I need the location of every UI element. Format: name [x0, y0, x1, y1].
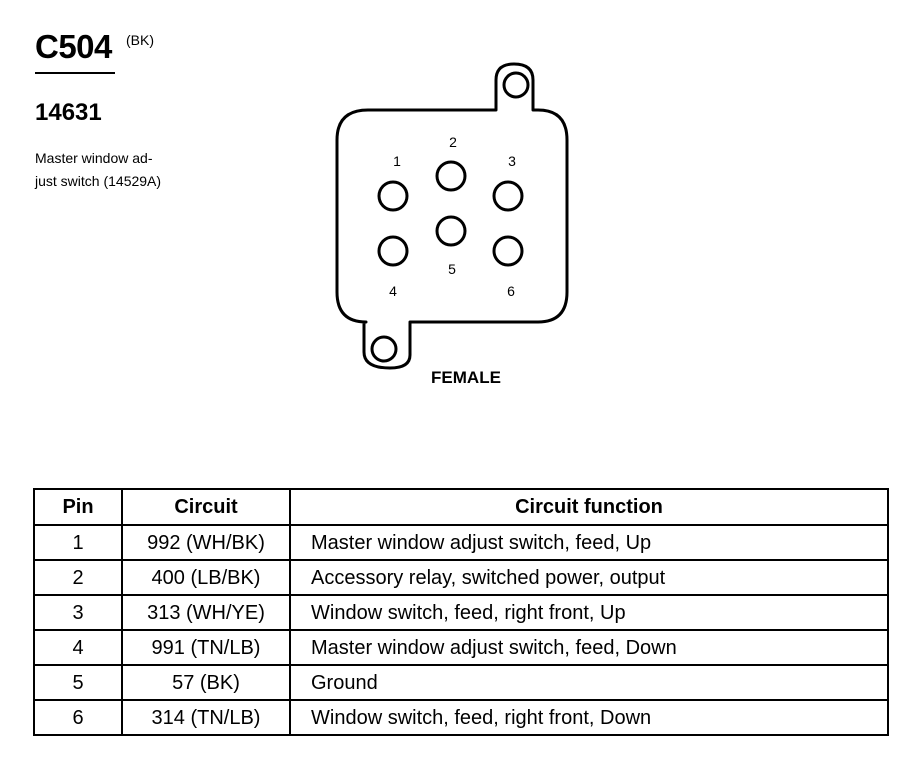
table-header-row: Pin Circuit Circuit function [33, 488, 889, 526]
cell-function: Ground [289, 664, 889, 701]
pin-label-6: 6 [507, 283, 515, 299]
table-row: 4 991 (TN/LB) Master window adjust switc… [33, 629, 889, 666]
cell-pin: 5 [33, 664, 123, 701]
pin-cavity-5 [435, 215, 467, 247]
cell-circuit: 57 (BK) [121, 664, 291, 701]
pin-label-2: 2 [449, 134, 457, 150]
pin-circuit-table: Pin Circuit Circuit function 1 992 (WH/B… [33, 488, 889, 736]
color-code: (BK) [126, 32, 154, 48]
part-number: 14631 [35, 99, 102, 126]
cell-circuit: 992 (WH/BK) [121, 524, 291, 561]
connector-gender-label: FEMALE [431, 368, 501, 387]
pin-cavity-1 [377, 180, 409, 212]
connector-housing [335, 62, 569, 370]
cell-circuit: 313 (WH/YE) [121, 594, 291, 631]
cell-circuit: 991 (TN/LB) [121, 629, 291, 666]
cell-function: Window switch, feed, right front, Down [289, 699, 889, 736]
pin-label-4: 4 [389, 283, 397, 299]
cell-circuit: 400 (LB/BK) [121, 559, 291, 596]
cell-pin: 6 [33, 699, 123, 736]
header-circuit-function: Circuit function [289, 488, 889, 526]
cell-function: Master window adjust switch, feed, Up [289, 524, 889, 561]
cell-function: Accessory relay, switched power, output [289, 559, 889, 596]
cell-function: Master window adjust switch, feed, Down [289, 629, 889, 666]
pin-cavity-2 [435, 160, 467, 192]
pin-label-3: 3 [508, 153, 516, 169]
connector-face-diagram: 1 2 3 4 5 6 FEMALE [335, 62, 569, 387]
table-row: 2 400 (LB/BK) Accessory relay, switched … [33, 559, 889, 596]
table-row: 3 313 (WH/YE) Window switch, feed, right… [33, 594, 889, 631]
table-row: 6 314 (TN/LB) Window switch, feed, right… [33, 699, 889, 736]
mounting-hole-bottom [370, 335, 398, 363]
connector-id: C504 [35, 28, 112, 65]
connector-id-underline [35, 72, 115, 74]
cell-circuit: 314 (TN/LB) [121, 699, 291, 736]
cell-function: Window switch, feed, right front, Up [289, 594, 889, 631]
cell-pin: 3 [33, 594, 123, 631]
pin-cavity-4 [377, 235, 409, 267]
table-row: 1 992 (WH/BK) Master window adjust switc… [33, 524, 889, 561]
table-row: 5 57 (BK) Ground [33, 664, 889, 701]
cell-pin: 2 [33, 559, 123, 596]
description-line-2: just switch (14529A) [35, 173, 162, 189]
description-line-1: Master window ad- [35, 150, 153, 166]
cell-pin: 1 [33, 524, 123, 561]
header-circuit: Circuit [121, 488, 291, 526]
pin-cavity-3 [492, 180, 524, 212]
pin-label-1: 1 [393, 153, 401, 169]
mounting-hole-top [502, 71, 530, 99]
pin-label-5: 5 [448, 261, 456, 277]
pin-cavity-6 [492, 235, 524, 267]
cell-pin: 4 [33, 629, 123, 666]
header-pin: Pin [33, 488, 123, 526]
